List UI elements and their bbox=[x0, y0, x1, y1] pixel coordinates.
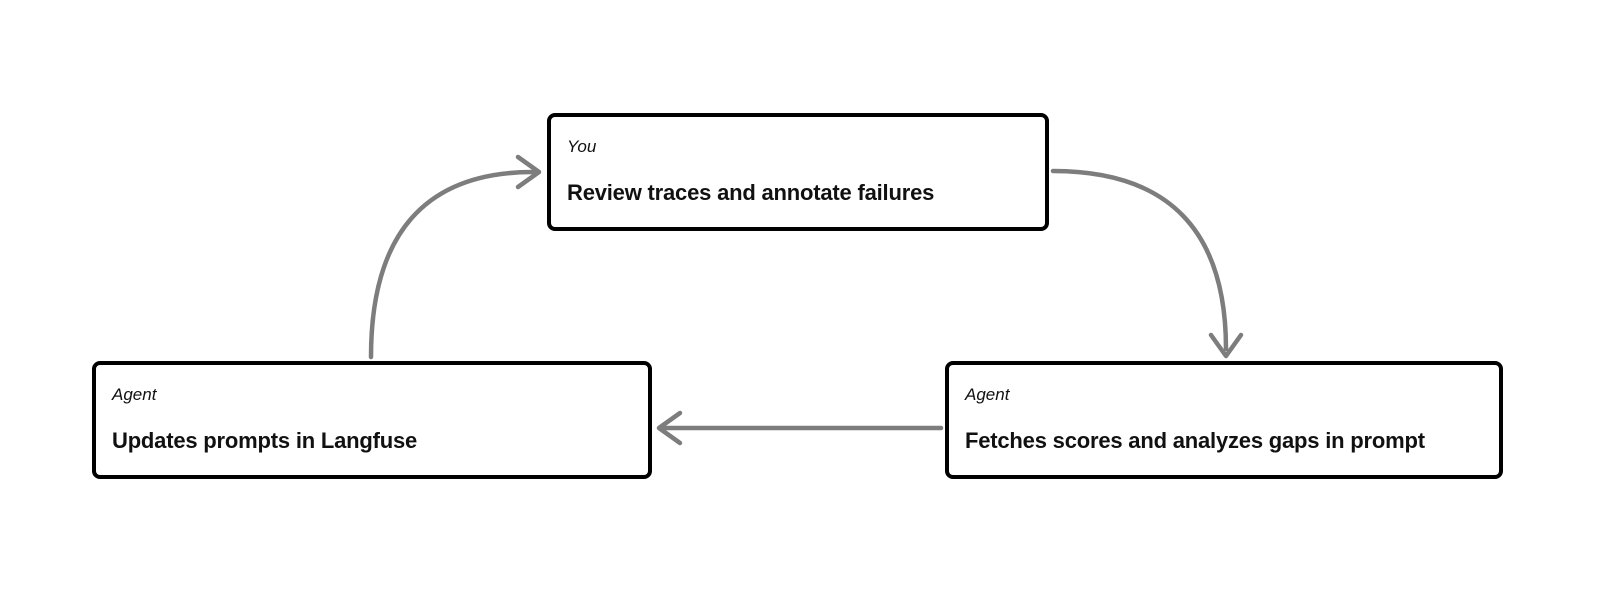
arrow-update-to-review-shaft bbox=[368, 169, 536, 360]
node-fetch-title: Fetches scores and analyzes gaps in prom… bbox=[965, 427, 1425, 453]
arrow-review-to-fetch-shaft bbox=[1050, 168, 1229, 352]
arrowhead-left-icon bbox=[656, 410, 683, 446]
node-fetch-role-label: Agent bbox=[965, 385, 1010, 404]
node-review-title: Review traces and annotate failures bbox=[567, 179, 935, 205]
node-review-role-label: You bbox=[567, 137, 597, 156]
arrowhead-down-icon bbox=[1208, 332, 1244, 359]
node-update-title: Updates prompts in Langfuse bbox=[112, 427, 418, 453]
arrowhead-right-icon bbox=[515, 154, 542, 190]
arrow-fetch-to-update bbox=[656, 410, 944, 446]
node-fetches-scores: Agent Fetches scores and analyzes gaps i… bbox=[945, 361, 1503, 479]
node-updates-prompts: Agent Updates prompts in Langfuse bbox=[92, 361, 652, 479]
node-update-role-label: Agent bbox=[112, 385, 157, 404]
node-review-traces: You Review traces and annotate failures bbox=[547, 113, 1049, 231]
arrow-update-to-review bbox=[368, 154, 542, 360]
arrow-review-to-fetch bbox=[1050, 168, 1244, 359]
